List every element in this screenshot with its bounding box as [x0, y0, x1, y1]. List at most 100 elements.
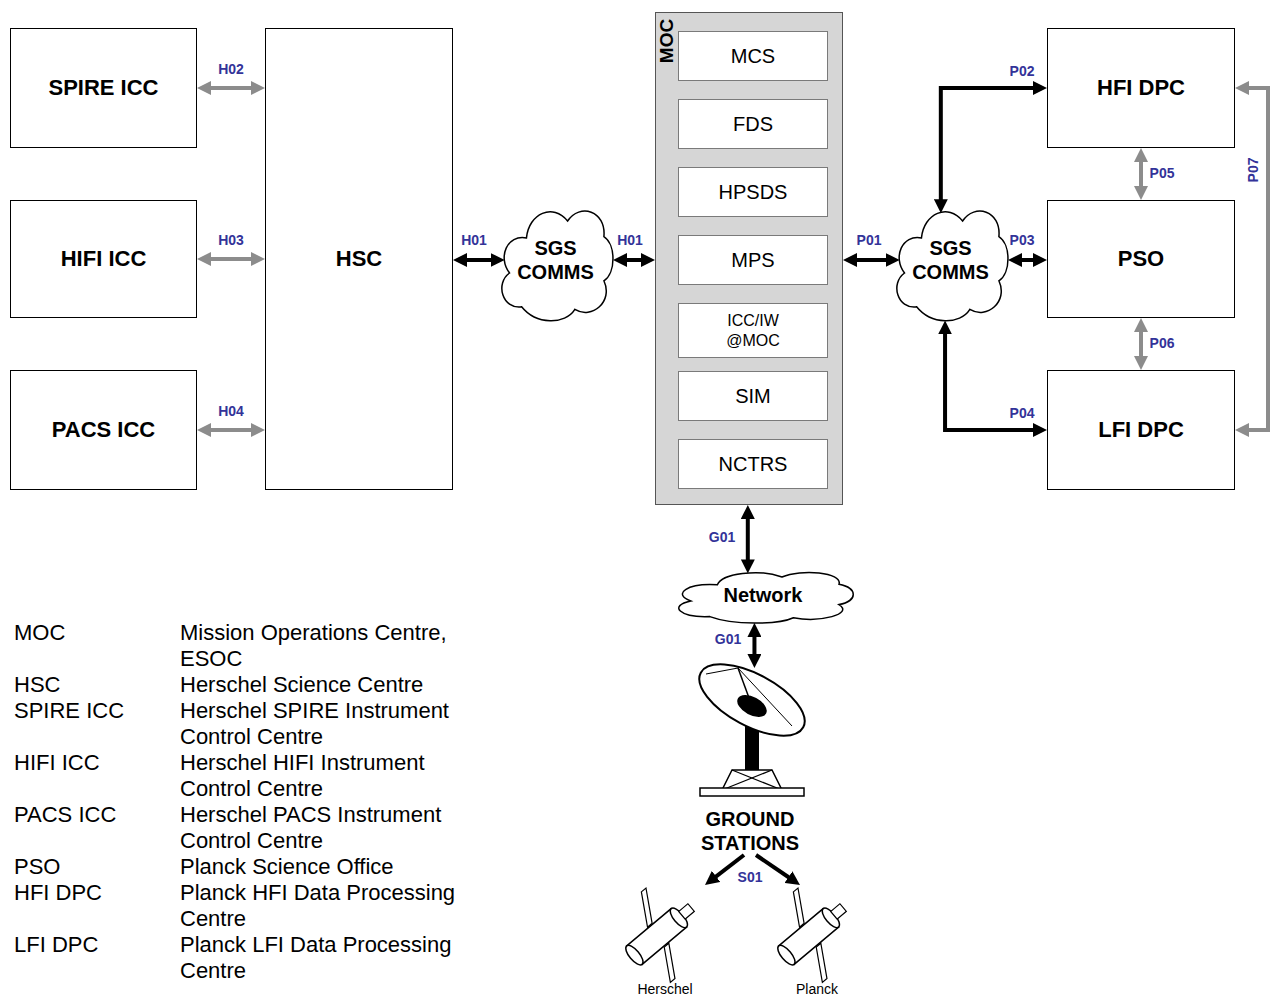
text-group: HSC [336, 246, 382, 272]
connector [205, 257, 257, 261]
glossary-term: HFI DPC [14, 880, 180, 932]
text-group: MOC [656, 19, 679, 63]
node-label: SGS COMMS [908, 236, 993, 284]
text-group: LFI DPC [1098, 417, 1184, 443]
connector [1243, 88, 1268, 430]
interface-label: G01 [708, 530, 736, 545]
connector [752, 631, 756, 660]
planck-spacecraft [754, 874, 871, 992]
interface-label: H01 [616, 233, 644, 248]
interface-label: H04 [217, 404, 245, 419]
node-label: Herschel [637, 981, 692, 998]
node-label: FDS [733, 112, 773, 136]
moc-subsystem: MCS [678, 31, 828, 81]
connector [205, 86, 257, 90]
connector [945, 328, 1039, 430]
node-label: Planck [796, 981, 838, 998]
network-cloud: SGS COMMS [890, 195, 1011, 325]
ground-station: GROUND STATIONS [680, 668, 820, 855]
text-group: SIM [735, 384, 771, 408]
operations-centre: MCSFDSHPSDSMPSICC/IW @MOCSIMNCTRSMOC [655, 12, 843, 505]
moc-subsystem: NCTRS [678, 439, 828, 489]
node-label: MOC [656, 19, 679, 63]
glossary-row: HSCHerschel Science Centre [14, 672, 490, 698]
text-group: SGS COMMS [908, 236, 993, 284]
centre-box: HSC [265, 28, 453, 490]
moc-subsystem: SIM [678, 371, 828, 421]
glossary-row: PSOPlanck Science Office [14, 854, 490, 880]
cloud-shape [897, 211, 1008, 321]
centre-box: HFI DPC [1047, 28, 1235, 148]
connector [1016, 258, 1039, 262]
glossary-term: HSC [14, 672, 180, 698]
text-group: MCS [731, 44, 775, 68]
glossary-term: LFI DPC [14, 932, 180, 984]
interface-label: P05 [1149, 166, 1176, 181]
centre-box: PACS ICC [10, 370, 197, 490]
text-group: SGS COMMS [513, 236, 598, 284]
glossary-definition: Herschel Science Centre [180, 672, 490, 698]
connector [851, 258, 892, 262]
moc-subsystem: FDS [678, 99, 828, 149]
network-cloud: Network [668, 565, 858, 625]
spacecraft: Herschel [600, 885, 730, 998]
glossary-definition: Herschel PACS Instrument Control Centre [180, 802, 490, 854]
centre-box: PSO [1047, 200, 1235, 318]
interface-label: G01 [714, 632, 742, 647]
connector [756, 855, 793, 880]
glossary-definition: Planck LFI Data Processing Centre [180, 932, 490, 984]
glossary-row: HIFI ICCHerschel HIFI Instrument Control… [14, 750, 490, 802]
text-group: HPSDS [719, 180, 788, 204]
text-group: Herschel [637, 981, 692, 998]
moc-subsystem: HPSDS [678, 167, 828, 217]
centre-box: HIFI ICC [10, 200, 197, 318]
text-group: PSO [1118, 246, 1164, 272]
interface-label: P01 [856, 233, 883, 248]
glossary-row: MOCMission Operations Centre, ESOC [14, 620, 490, 672]
cloud-outline [495, 195, 616, 325]
interface-label: P02 [1009, 64, 1036, 79]
node-label: HFI DPC [1097, 75, 1185, 101]
node-label: Network [724, 583, 803, 607]
node-label: PSO [1118, 246, 1164, 272]
interface-label: H01 [460, 233, 488, 248]
glossary-term: PACS ICC [14, 802, 180, 854]
node-label: SIM [735, 384, 771, 408]
interface-label: P03 [1009, 233, 1036, 248]
herschel-spacecraft [602, 874, 719, 992]
glossary-definition: Planck Science Office [180, 854, 490, 880]
text-group: SPIRE ICC [48, 75, 158, 101]
glossary-definition: Herschel SPIRE Instrument Control Centre [180, 698, 490, 750]
interface-label: P04 [1009, 406, 1036, 421]
connector [1139, 326, 1143, 362]
network-cloud: SGS COMMS [495, 195, 616, 325]
node-label: SPIRE ICC [48, 75, 158, 101]
node-label: PACS ICC [52, 417, 156, 443]
node-label: HPSDS [719, 180, 788, 204]
text-group: GROUND STATIONS [695, 807, 805, 855]
cloud-outline [890, 195, 1011, 325]
glossary-term: HIFI ICC [14, 750, 180, 802]
node-label: NCTRS [719, 452, 788, 476]
connector [461, 258, 497, 262]
text-group: HIFI ICC [61, 246, 147, 272]
text-group: ICC/IW @MOC [718, 311, 788, 349]
interface-label: P06 [1149, 336, 1176, 351]
node-label: MCS [731, 44, 775, 68]
connector [746, 513, 750, 565]
text-group: PACS ICC [52, 417, 156, 443]
text-group: FDS [733, 112, 773, 136]
node-label: GROUND STATIONS [695, 807, 805, 855]
glossary-term: PSO [14, 854, 180, 880]
node-label: LFI DPC [1098, 417, 1184, 443]
interface-label: H03 [217, 233, 245, 248]
glossary-row: PACS ICCHerschel PACS Instrument Control… [14, 802, 490, 854]
text-group: HFI DPC [1097, 75, 1185, 101]
text-group: Network [724, 583, 803, 607]
interface-label: P07 [1246, 157, 1261, 184]
glossary-row: LFI DPCPlanck LFI Data Processing Centre [14, 932, 490, 984]
connector [1139, 156, 1143, 192]
glossary: MOCMission Operations Centre, ESOCHSCHer… [14, 620, 490, 984]
connector [205, 428, 257, 432]
glossary-definition: Mission Operations Centre, ESOC [180, 620, 490, 672]
